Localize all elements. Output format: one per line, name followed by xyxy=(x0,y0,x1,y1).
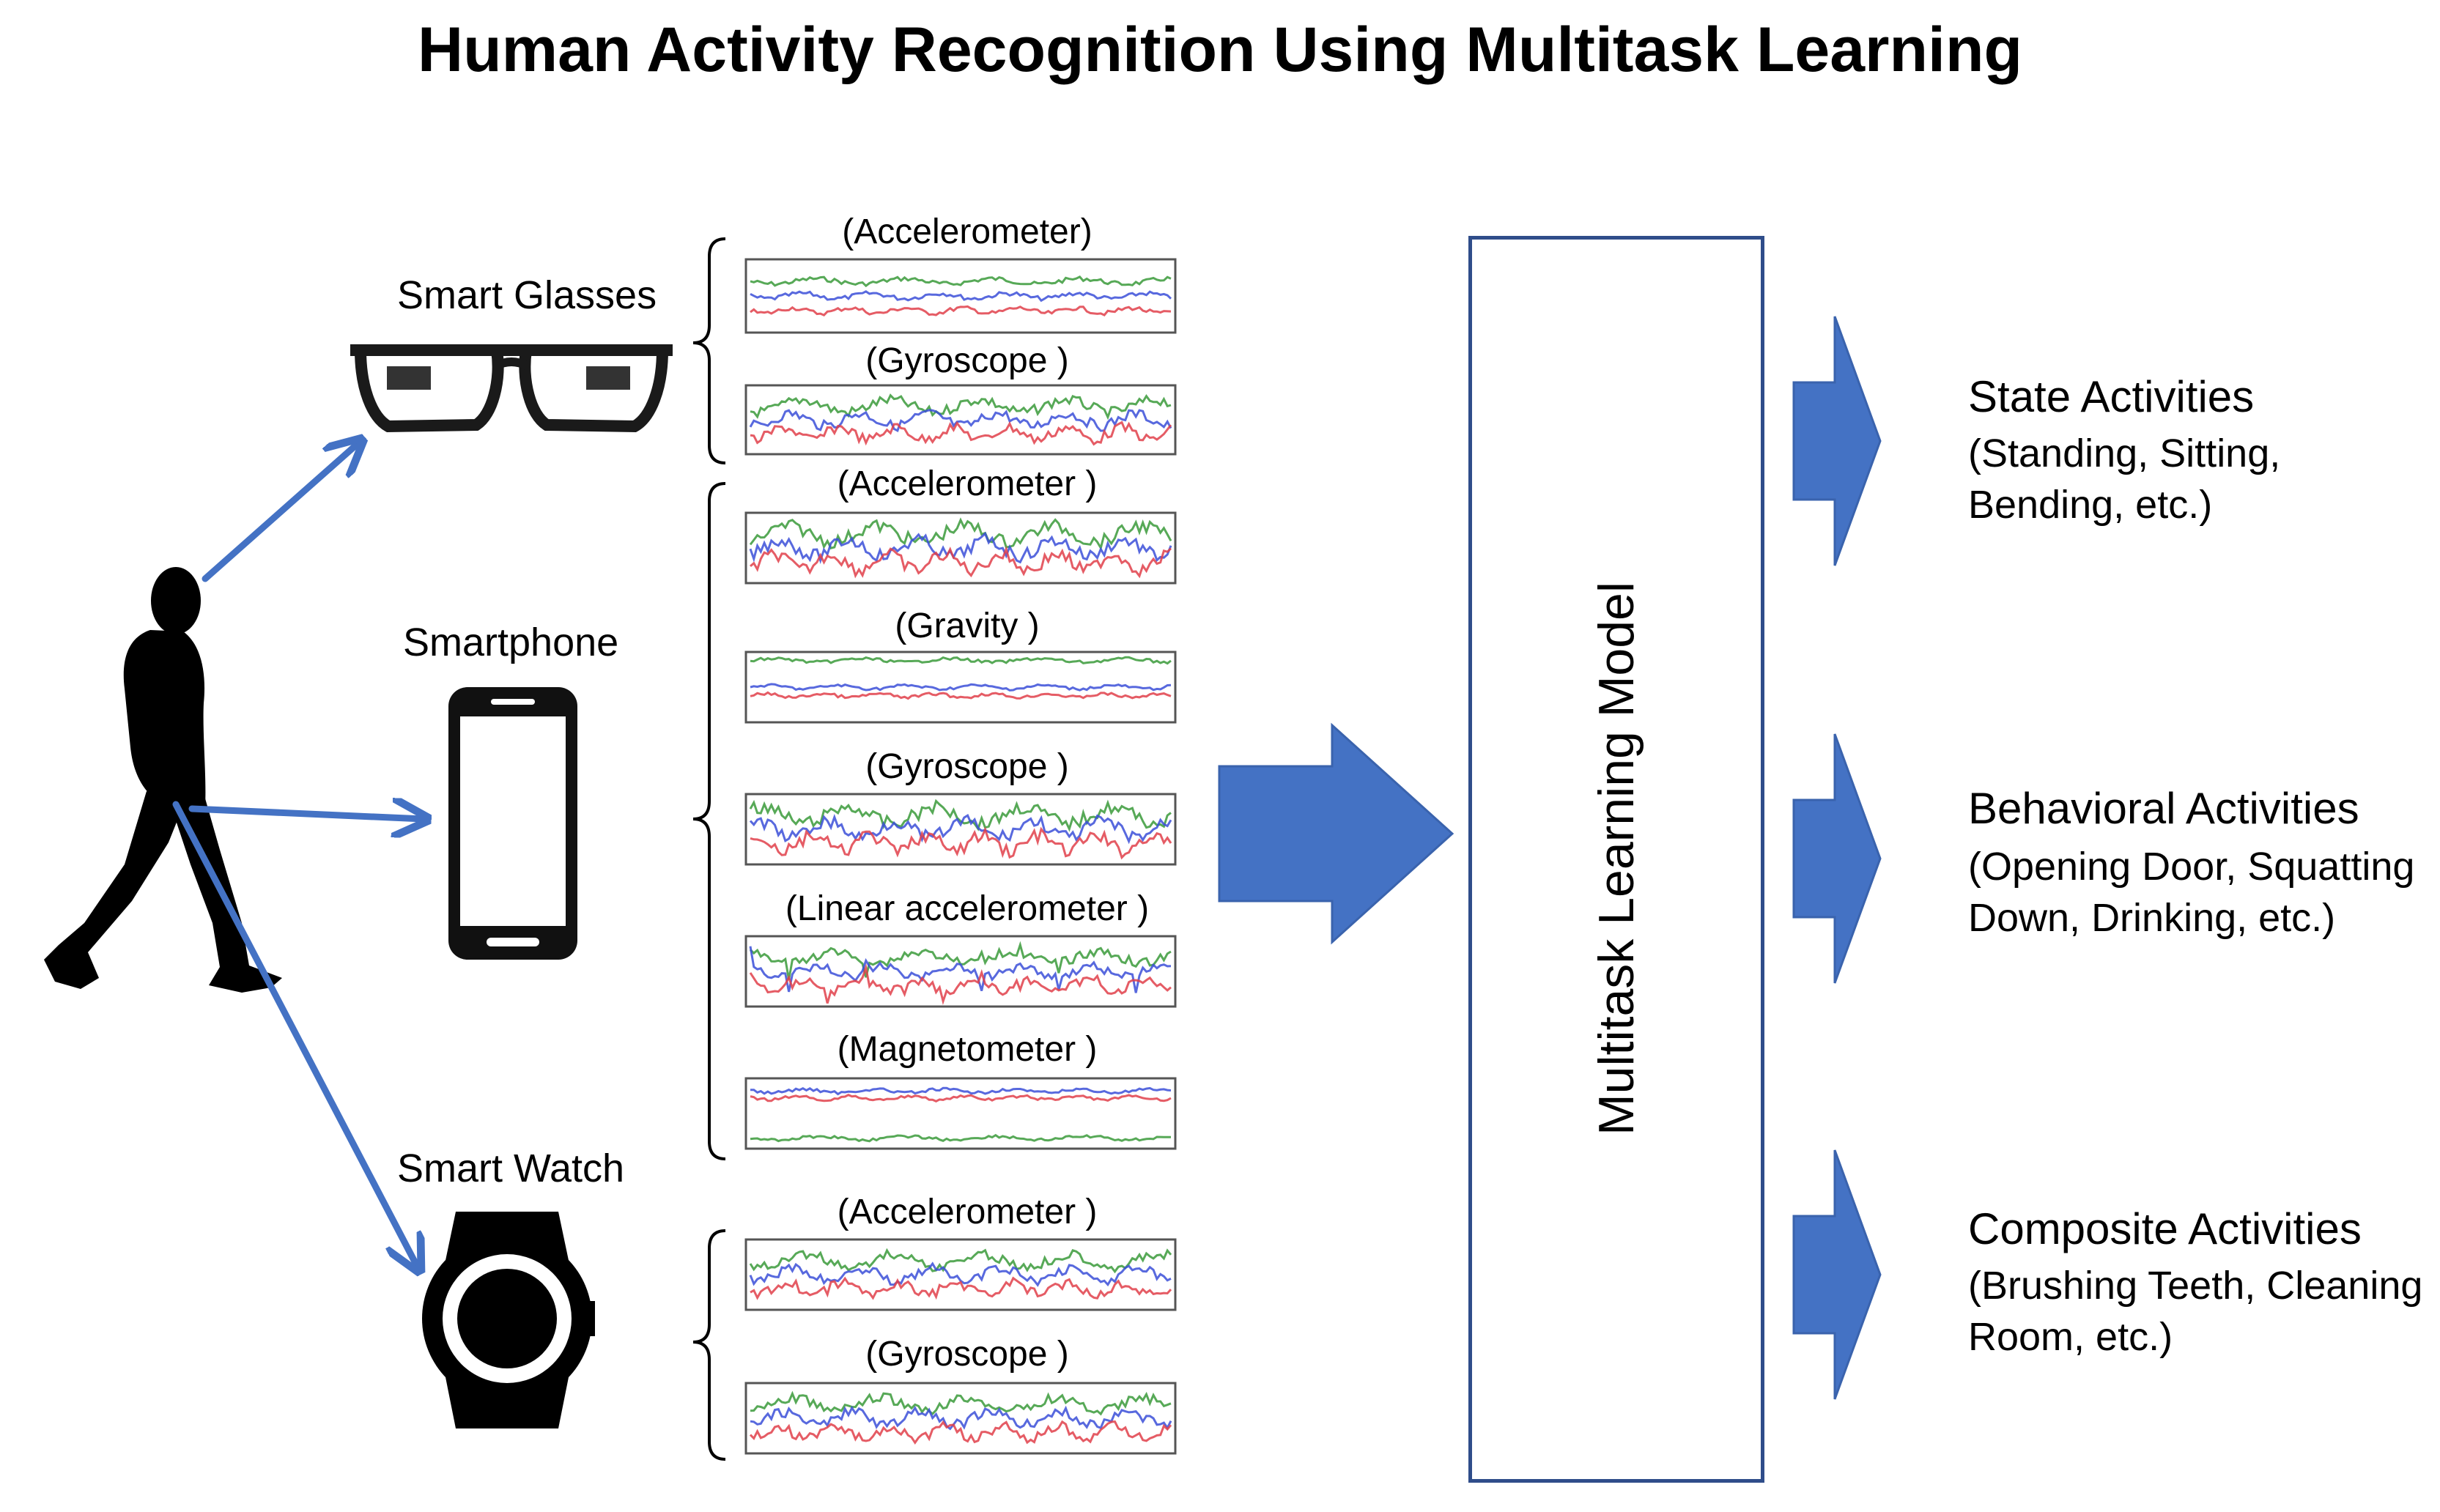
output-title-behavioral: Behavioral Activities xyxy=(1968,784,2359,833)
signal-trace xyxy=(749,798,1172,832)
arrow-to-watch xyxy=(172,801,418,1267)
label-smart-glasses: Smart Glasses xyxy=(397,273,657,317)
signal-trace xyxy=(750,1086,1172,1096)
output-desc-behavioral: (Opening Door, Squatting Down, Drinking,… xyxy=(1968,845,2415,940)
plot-glasses-gyroscope xyxy=(744,384,1177,456)
output-desc-composite: (Brushing Teeth, Cleaning Room, etc.) xyxy=(1968,1264,2423,1359)
signal-label-glasses-gyroscope: (Gyroscope ) xyxy=(865,341,1069,380)
plot-watch-gyroscope xyxy=(744,1382,1177,1455)
signal-label-phone-gravity: (Gravity ) xyxy=(895,607,1040,645)
signal-trace xyxy=(750,1276,1172,1300)
plot-watch-accelerometer xyxy=(744,1238,1177,1311)
signal-trace xyxy=(750,420,1172,446)
signal-trace xyxy=(750,826,1172,860)
signal-label-watch-accelerometer: (Accelerometer ) xyxy=(837,1193,1098,1231)
plot-phone-gyroscope xyxy=(744,793,1177,866)
signal-label-phone-accelerometer: (Accelerometer ) xyxy=(837,464,1098,503)
multitask-model-box xyxy=(1468,236,1764,1483)
signal-trace xyxy=(750,275,1172,288)
diagram-title: Human Activity Recognition Using Multita… xyxy=(417,15,2023,85)
smart-watch-icon xyxy=(422,1212,595,1428)
signal-trace xyxy=(750,691,1172,700)
output-arrow-behavioral xyxy=(1792,733,1882,984)
signal-trace xyxy=(750,683,1172,692)
signal-trace xyxy=(749,1420,1172,1445)
signal-trace xyxy=(749,409,1172,433)
signal-trace xyxy=(750,393,1172,420)
arrow-to-glasses xyxy=(202,442,359,582)
label-smart-watch: Smart Watch xyxy=(397,1146,625,1190)
signal-trace xyxy=(749,814,1172,845)
signal-trace xyxy=(750,656,1172,665)
signal-trace xyxy=(750,546,1172,579)
output-title-composite: Composite Activities xyxy=(1968,1204,2362,1253)
signal-trace xyxy=(750,1094,1172,1102)
signal-label-phone-magnetometer: (Magnetometer ) xyxy=(837,1030,1098,1069)
smartphone-icon xyxy=(448,687,577,960)
smart-glasses-icon xyxy=(350,344,673,433)
label-smartphone: Smartphone xyxy=(403,620,619,664)
output-title-state: State Activities xyxy=(1968,372,2255,421)
signal-trace xyxy=(750,1405,1172,1431)
input-arrow xyxy=(1218,722,1454,945)
signal-trace xyxy=(749,1261,1172,1287)
signal-traces xyxy=(749,275,1172,1445)
signal-label-phone-linear-accelerometer: (Linear accelerometer ) xyxy=(785,889,1150,928)
signal-trace xyxy=(749,1248,1172,1274)
connector-arrows xyxy=(172,442,424,1267)
signal-trace xyxy=(750,1133,1171,1143)
output-arrow-state xyxy=(1792,316,1882,566)
signal-label-glasses-accelerometer: (Accelerometer) xyxy=(842,212,1093,251)
arrow-to-phone xyxy=(188,809,424,819)
brace-glasses xyxy=(692,237,726,464)
person-walking-icon xyxy=(44,567,282,993)
signal-label-watch-gyroscope: (Gyroscope ) xyxy=(865,1335,1069,1374)
signal-trace xyxy=(749,963,1172,1005)
signal-trace xyxy=(750,1390,1172,1416)
signal-plot-frames xyxy=(744,258,1177,1455)
output-arrow-composite xyxy=(1792,1149,1882,1400)
brace-phone xyxy=(692,482,726,1160)
signal-label-phone-gyroscope: (Gyroscope ) xyxy=(865,747,1069,786)
signal-trace xyxy=(750,290,1172,303)
brace-watch xyxy=(692,1229,726,1461)
output-desc-state: (Standing, Sitting, Bending, etc.) xyxy=(1968,431,2281,527)
signal-trace xyxy=(750,305,1172,316)
signal-trace xyxy=(749,531,1172,564)
signal-trace xyxy=(749,946,1172,993)
